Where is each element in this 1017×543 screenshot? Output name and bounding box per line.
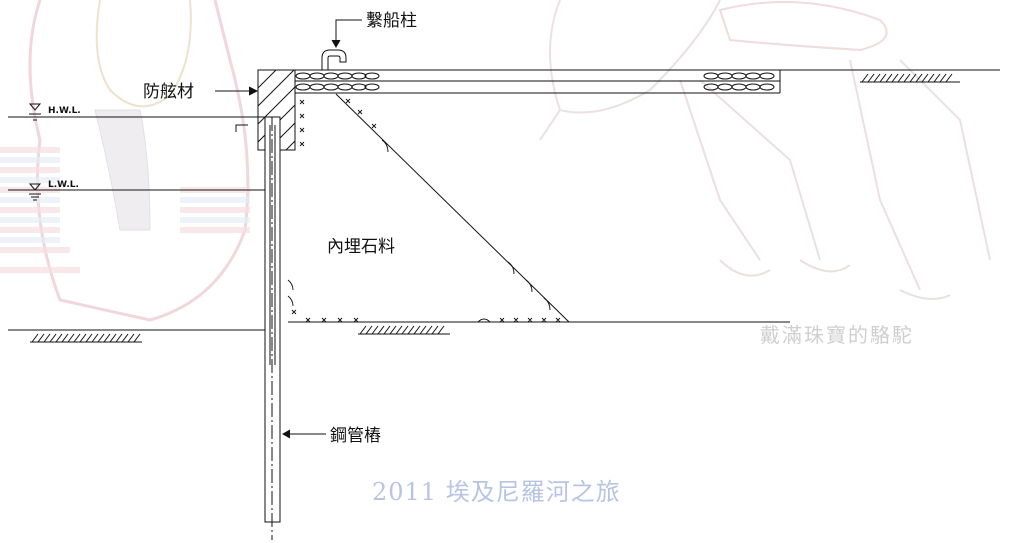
backfill-label: 內埋石料: [327, 237, 395, 257]
fender-leader-arrow: [248, 86, 259, 96]
rubble-marks: [287, 98, 561, 323]
bollard-leader: [335, 19, 362, 46]
watermark-figure-legs: [679, 59, 991, 291]
ground-hatch-icon: [30, 333, 142, 343]
watermark-camel-outline: [539, 0, 721, 141]
lwl-label: L.W.L.: [48, 180, 79, 190]
armor-units-right: [703, 72, 775, 91]
watermark-pharaoh-stripes-blue: [0, 157, 250, 243]
watermark-footer: 2011 埃及尼羅河之旅: [372, 478, 621, 506]
steel-pile-label: 鋼管樁: [330, 426, 381, 446]
watermark-saddle: [718, 1, 888, 52]
watermark-artwork: [0, 0, 991, 322]
watermark-pharaoh-face: [95, 0, 192, 108]
bollard-icon: [321, 49, 347, 70]
cap-bracket: [235, 124, 248, 132]
bollard-leader-arrow: [331, 39, 341, 49]
water-level-triangle-icon: [28, 103, 42, 121]
hwl-label: H.W.L.: [48, 106, 81, 116]
water-level-triangle-icon: [28, 183, 42, 201]
engineering-drawing: [8, 19, 1000, 540]
ground-hatch-icon: [860, 73, 960, 83]
watermark-pharaoh-outline: [28, 0, 250, 322]
watermark-caption: 戴滿珠寶的駱駝: [760, 323, 914, 347]
watermark-figure-feet: [719, 259, 951, 300]
armor-units-left: [295, 72, 380, 91]
backfill-slope: [335, 93, 570, 323]
bollard-label: 繫船柱: [366, 11, 417, 31]
watermark-pharaoh-beard: [94, 109, 151, 231]
fender-label: 防舷材: [143, 82, 194, 102]
pile-leader-arrow: [281, 429, 291, 439]
ground-hatch-icon: [358, 325, 450, 335]
